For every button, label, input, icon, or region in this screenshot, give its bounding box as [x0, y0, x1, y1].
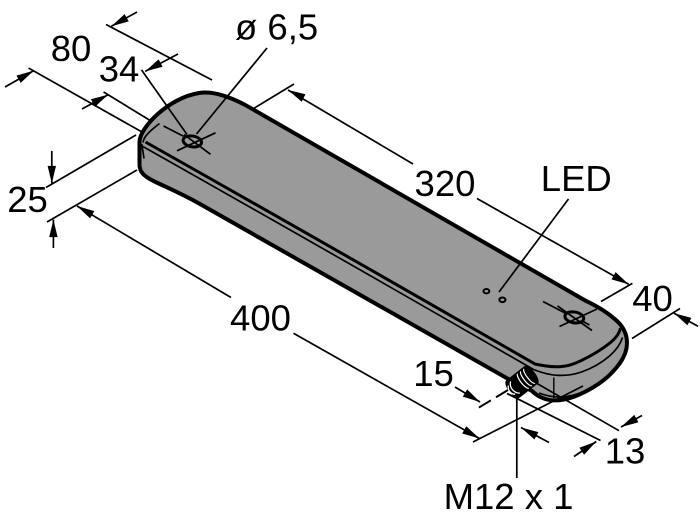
- svg-text:25: 25: [7, 179, 48, 220]
- svg-text:34: 34: [99, 49, 140, 90]
- svg-text:15: 15: [413, 353, 454, 394]
- svg-text:40: 40: [632, 278, 673, 319]
- svg-text:M12 x 1: M12 x 1: [444, 476, 574, 517]
- svg-text:LED: LED: [541, 158, 612, 199]
- svg-text:320: 320: [415, 163, 476, 204]
- svg-text:ø 6,5: ø 6,5: [235, 6, 318, 47]
- svg-text:400: 400: [230, 298, 291, 339]
- svg-text:80: 80: [51, 28, 92, 69]
- svg-text:13: 13: [605, 431, 646, 472]
